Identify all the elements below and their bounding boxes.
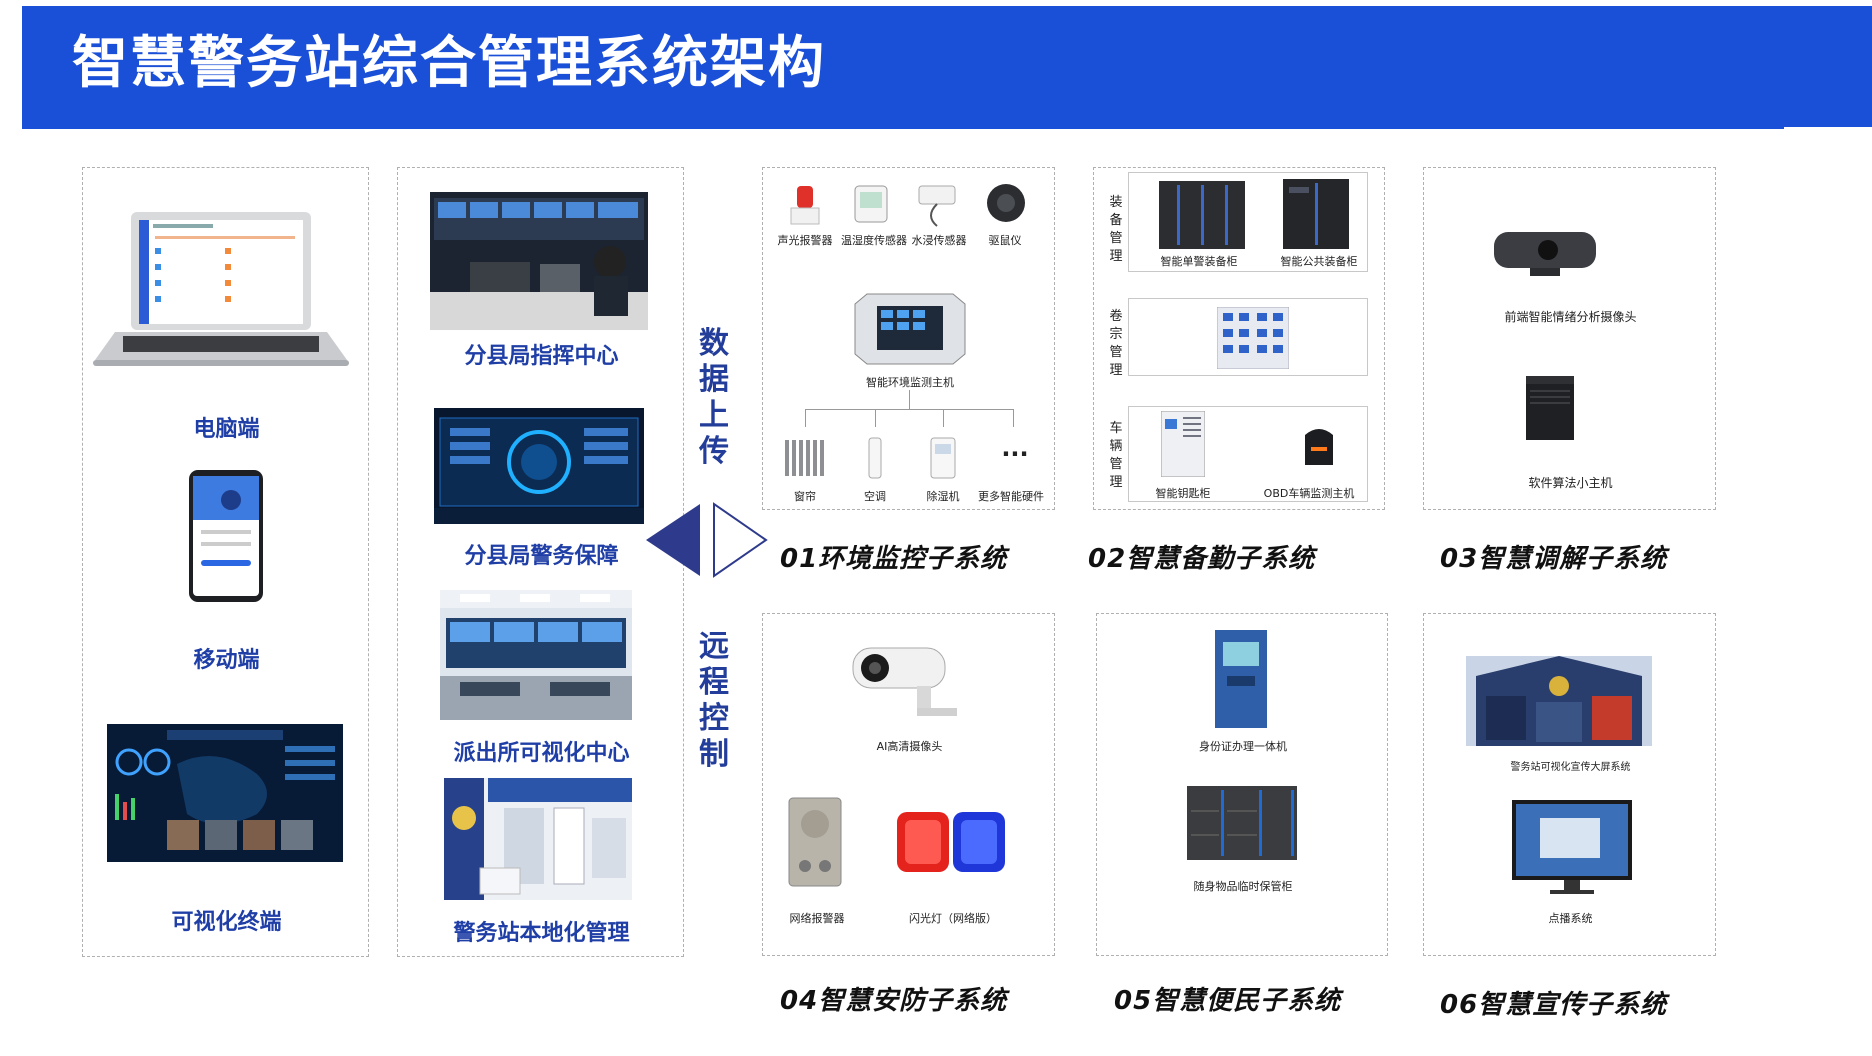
laptop-image <box>93 212 349 366</box>
file-cabinet-image <box>1217 307 1289 369</box>
security-panel: AI高清摄像头 网络报警器 闪光灯（网络版） <box>762 613 1055 956</box>
terminal-label: 可视化终端 <box>171 910 282 935</box>
sound-light-alarm-icon <box>790 186 820 225</box>
env-item-label: 温湿度传感器 <box>841 234 907 247</box>
upload-text: 数据上传 <box>699 326 729 469</box>
water-sensor-icon <box>918 185 956 227</box>
header-divider <box>22 127 1784 129</box>
dehumidifier-icon <box>930 437 956 479</box>
more-hardware-icon: ··· <box>1001 440 1029 468</box>
algorithm-host-image <box>1526 376 1574 440</box>
id-machine-image <box>1215 630 1267 728</box>
env-item-label: 窗帘 <box>794 490 816 503</box>
convenience-panel: 身份证办理一体机 随身物品临时保管柜 <box>1096 613 1388 956</box>
flash-light-label: 闪光灯（网络版） <box>909 912 997 925</box>
tree-leaf <box>1013 409 1014 427</box>
terminal-image <box>107 724 343 862</box>
remote-text: 远程控制 <box>699 629 729 772</box>
clients-panel: 电脑端 移动端 可视化终端 <box>82 167 369 957</box>
tree-leaf <box>875 409 876 427</box>
support-center-label: 分县局警务保障 <box>464 544 619 569</box>
locker-image <box>1187 786 1297 860</box>
key-cabinet-image <box>1161 411 1205 477</box>
tree-leaf <box>943 409 944 427</box>
env-item-label: 更多智能硬件 <box>978 490 1044 503</box>
visual-center-image <box>440 590 632 720</box>
emotion-camera-label: 前端智能情绪分析摄像头 <box>1504 310 1637 324</box>
security-system-title: 04智慧安防子系统 <box>780 986 1008 1016</box>
ai-camera-label: AI高清摄像头 <box>876 740 943 753</box>
env-host-image <box>854 293 966 365</box>
vod-monitor-image <box>1512 800 1632 894</box>
emotion-camera-image <box>1494 232 1596 276</box>
local-mgmt-label: 警务站本地化管理 <box>453 921 630 946</box>
obd-host-image <box>1305 429 1333 465</box>
convenience-system-title: 05智慧便民子系统 <box>1114 986 1342 1016</box>
rodent-repeller-icon <box>987 184 1025 222</box>
publicity-screen-label: 警务站可视化宣传大屏系统 <box>1510 762 1631 773</box>
mediation-system-title: 03智慧调解子系统 <box>1440 544 1668 574</box>
curtain-icon <box>785 440 824 476</box>
env-item-label: 除湿机 <box>926 490 960 503</box>
env-item-label: 空调 <box>864 490 886 503</box>
vehicle-mgmt-box: 智能钥匙柜 OBD车辆监测主机 <box>1128 406 1368 502</box>
equip-mgmt-box: 智能单警装备柜 智能公共装备柜 <box>1128 172 1368 272</box>
mediation-panel: 前端智能情绪分析摄像头 软件算法小主机 <box>1423 167 1716 510</box>
duty-panel: 装备管理 智能单警装备柜 智能公共装备柜 卷宗管理 车辆管理 智能钥匙柜 OBD… <box>1093 167 1385 510</box>
single-cabinet-label: 智能单警装备柜 <box>1160 255 1238 268</box>
computer-label: 电脑端 <box>193 417 260 442</box>
vod-label: 点播系统 <box>1548 912 1593 925</box>
duty-system-title: 02智慧备勤子系统 <box>1088 544 1316 574</box>
single-cabinet-image <box>1159 181 1245 249</box>
vehicle-mgmt-label: 车辆管理 <box>1109 421 1123 490</box>
equip-mgmt-label: 装备管理 <box>1109 195 1123 264</box>
publicity-system-title: 06智慧宣传子系统 <box>1440 990 1668 1020</box>
support-center-image <box>434 408 644 524</box>
public-cabinet-label: 智能公共装备柜 <box>1280 255 1358 268</box>
centers-panel: 分县局指挥中心 分县局警务保障 派出所可视化中心 警务站本地化管理 <box>397 167 684 957</box>
public-cabinet-image <box>1283 179 1349 249</box>
ai-camera-image <box>852 647 957 716</box>
tree-leaf <box>805 409 806 427</box>
tree-branch <box>805 409 1013 410</box>
header-banner: 智慧警务站综合管理系统架构 <box>22 6 1872 127</box>
env-item-label: 水浸传感器 <box>911 234 967 247</box>
phone-image <box>189 470 263 602</box>
files-mgmt-label: 卷宗管理 <box>1109 309 1123 378</box>
id-machine-label: 身份证办理一体机 <box>1199 740 1287 753</box>
page-title: 智慧警务站综合管理系统架构 <box>72 31 826 96</box>
flash-light-image <box>897 812 1005 872</box>
visual-center-label: 派出所可视化中心 <box>453 741 630 766</box>
env-item-label: 驱鼠仪 <box>988 234 1022 247</box>
command-center-label: 分县局指挥中心 <box>464 344 619 369</box>
locker-label: 随身物品临时保管柜 <box>1193 880 1293 893</box>
tree-stem <box>909 390 910 410</box>
env-host-label: 智能环境监测主机 <box>866 376 954 389</box>
publicity-screen-image <box>1466 656 1652 746</box>
mobile-label: 移动端 <box>193 648 260 673</box>
network-alarm-label: 网络报警器 <box>789 912 845 925</box>
obd-label: OBD车辆监测主机 <box>1263 487 1355 500</box>
command-center-image <box>430 192 648 330</box>
temp-humidity-sensor-icon <box>854 185 888 223</box>
network-alarm-image <box>788 797 842 887</box>
files-mgmt-box <box>1128 298 1368 376</box>
flow-arrows <box>646 502 768 578</box>
key-cabinet-label: 智能钥匙柜 <box>1155 487 1211 500</box>
env-panel: 声光报警器 温湿度传感器 水浸传感器 驱鼠仪 智能环境监测主机 ··· 窗帘 空… <box>762 167 1055 510</box>
publicity-panel: 警务站可视化宣传大屏系统 点播系统 <box>1423 613 1716 956</box>
local-mgmt-image <box>444 778 632 900</box>
env-system-title: 01环境监控子系统 <box>780 544 1008 574</box>
env-item-label: 声光报警器 <box>777 234 833 247</box>
air-conditioner-icon <box>868 437 882 479</box>
algorithm-host-label: 软件算法小主机 <box>1528 476 1613 490</box>
